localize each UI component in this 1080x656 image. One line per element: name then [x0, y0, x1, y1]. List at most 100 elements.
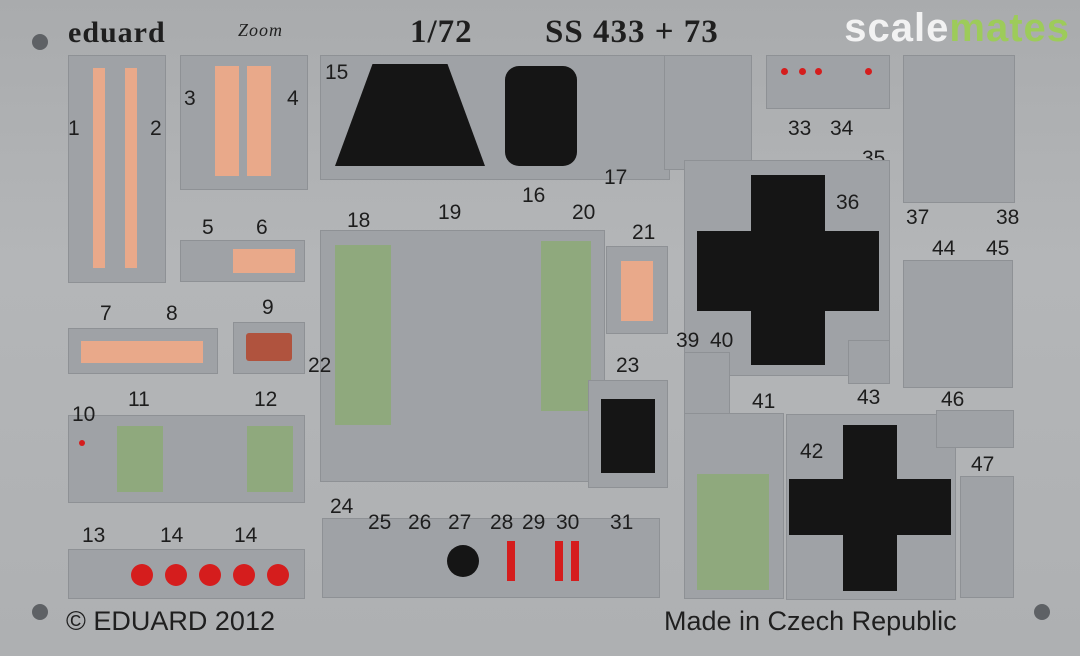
belt-frame-1-2 [68, 55, 166, 283]
watermark-part1: scale [844, 6, 950, 50]
red-knob [131, 564, 153, 586]
part-label: 14 [234, 524, 258, 547]
part-label: 20 [572, 201, 596, 224]
secondary-instrument-panel [505, 66, 577, 166]
seat-belt [93, 68, 105, 268]
part-label: 24 [330, 495, 354, 518]
part-42-frame [786, 414, 956, 600]
mounting-hole [32, 604, 48, 620]
red-knob [79, 440, 85, 446]
part-label: 14 [160, 524, 184, 547]
part-47-frame [960, 476, 1014, 598]
harness-belt [215, 66, 239, 176]
red-lever [555, 541, 563, 581]
floor-plate-horizontal [697, 231, 879, 311]
mounting-hole [32, 34, 48, 50]
part-label: 5 [202, 216, 214, 239]
part-9-frame [233, 322, 305, 374]
part-label: 42 [800, 440, 824, 463]
part-label: 6 [256, 216, 268, 239]
part-label: 10 [72, 403, 96, 426]
part-label: 12 [254, 388, 278, 411]
radio-panel [601, 399, 655, 473]
part-label: 22 [308, 354, 332, 377]
parts-7-8-frame [68, 328, 218, 374]
part-label: 17 [604, 166, 628, 189]
part-label: 25 [368, 511, 392, 534]
red-knob [267, 564, 289, 586]
parts-37-38-frame [903, 55, 1015, 203]
part-46-frame [936, 410, 1014, 448]
right-console [541, 241, 591, 411]
part-32-frame [664, 55, 752, 170]
scale-label: 1/72 [410, 14, 473, 50]
scalemates-watermark: scalemates [844, 6, 1070, 51]
part-label: 23 [616, 354, 640, 377]
part-label: 44 [932, 237, 956, 260]
origin-text: Made in Czech Republic [664, 606, 957, 636]
belt-ends [81, 341, 203, 363]
part-label: 18 [347, 209, 371, 232]
part-label: 45 [986, 237, 1010, 260]
parts-24-31-frame [322, 518, 660, 598]
belt-frame-3-4 [180, 55, 308, 190]
part-label: 1 [68, 117, 80, 140]
part-label: 40 [710, 329, 734, 352]
part-label: 16 [522, 184, 546, 207]
gauge-dial [447, 545, 479, 577]
main-instrument-panel [335, 64, 485, 166]
side-consoles-frame [320, 230, 605, 482]
floor-plate-horizontal [789, 479, 951, 535]
mounting-hole [1034, 604, 1050, 620]
part-label: 41 [752, 390, 776, 413]
part-36-frame [684, 160, 890, 376]
eduard-logo: eduard [68, 16, 166, 49]
part-label: 27 [448, 511, 472, 534]
part-43-frame [848, 340, 890, 384]
part-label: 21 [632, 221, 656, 244]
part-label: 4 [287, 87, 299, 110]
part-label: 2 [150, 117, 162, 140]
red-knob [799, 68, 806, 75]
red-knob [233, 564, 255, 586]
part-label: 36 [836, 191, 860, 214]
zoom-logo: Zoom [238, 20, 284, 40]
part-21-frame [606, 246, 668, 334]
part-label: 13 [82, 524, 106, 547]
part-label: 8 [166, 302, 178, 325]
part-label: 3 [184, 87, 196, 110]
red-lever [571, 541, 579, 581]
headrest-pad [621, 261, 653, 321]
harness-belt [247, 66, 271, 176]
side-panel [247, 426, 293, 492]
part-label: 38 [996, 206, 1020, 229]
instrument-panel-frame [320, 55, 670, 180]
part-label: 9 [262, 296, 274, 319]
parts-44-45-frame [903, 260, 1013, 388]
part-label: 28 [490, 511, 514, 534]
part-label: 30 [556, 511, 580, 534]
part-label: 31 [610, 511, 634, 534]
parts-33-35-frame [766, 55, 890, 109]
part-label: 39 [676, 329, 700, 352]
part-41-frame [684, 413, 784, 599]
red-knob [865, 68, 872, 75]
product-code: SS 433 + 73 [545, 14, 719, 50]
parts-10-12-frame [68, 415, 305, 503]
side-panel [117, 426, 163, 492]
part-label: 15 [325, 61, 349, 84]
cushion-panel [246, 333, 292, 361]
red-knob [815, 68, 822, 75]
parts-5-6-frame [180, 240, 305, 282]
green-panel [697, 474, 769, 590]
parts-13-14-frame [68, 549, 305, 599]
red-knob [165, 564, 187, 586]
watermark-part2: mates [949, 6, 1070, 50]
part-label: 47 [971, 453, 995, 476]
part-label: 34 [830, 117, 854, 140]
red-lever [507, 541, 515, 581]
red-knob [199, 564, 221, 586]
part-label: 33 [788, 117, 812, 140]
part-label: 46 [941, 388, 965, 411]
